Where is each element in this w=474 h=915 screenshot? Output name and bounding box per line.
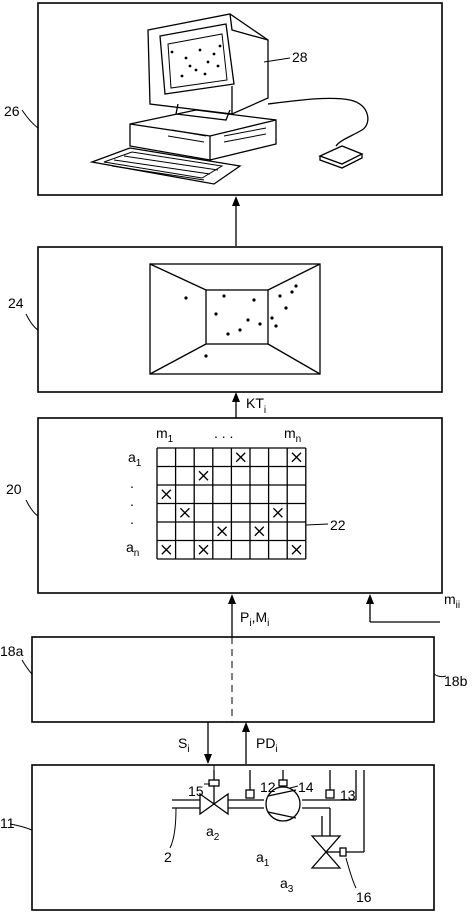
matrix-col-last: mn [284, 425, 301, 445]
matrix-cross-mark [198, 544, 209, 555]
matrix-cross-mark [254, 526, 265, 537]
valve-a2-label: a2 [206, 823, 220, 843]
matrix-row-dots: . [130, 475, 134, 491]
kt-signal-label: KTi [246, 395, 266, 416]
display-block-ref: 24 [8, 295, 24, 311]
computer-illustration [89, 13, 369, 185]
matrix-cross-mark [198, 470, 209, 481]
plant-block-ref: 11 [0, 815, 15, 831]
pipe-ref: 2 [164, 849, 172, 865]
pump-14-ref: 14 [298, 779, 314, 795]
matrix-cross-mark [291, 452, 302, 463]
matrix-grid-ref: 22 [330, 517, 346, 533]
mouse [318, 145, 364, 169]
sensor-12-ref: 12 [260, 779, 276, 795]
interface-ref-right: 18b [444, 673, 468, 689]
sensor-15-ref: 15 [188, 783, 204, 799]
mii-signal-label: mii [444, 591, 460, 611]
matrix-row-dots-3: . [130, 511, 134, 527]
matrix-cross-mark [217, 526, 228, 537]
pump-a1-label: a1 [256, 849, 270, 869]
matrix-row-dots-2: . [130, 493, 134, 509]
matrix-row-last: an [126, 539, 139, 559]
matrix-col-first: m1 [156, 425, 174, 445]
monitor [147, 13, 269, 115]
valve-a3 [310, 835, 342, 869]
sensor-13-ref: 13 [340, 787, 356, 803]
matrix-cross-mark [161, 489, 172, 500]
matrix-row-first: a1 [128, 449, 142, 469]
display-block [37, 246, 443, 393]
matrix-block [37, 417, 443, 594]
matrix-cross-mark [272, 507, 283, 518]
matrix-cross-mark [179, 507, 190, 518]
assignment-matrix [156, 447, 307, 560]
process-schematic [172, 770, 365, 869]
matrix-cross-mark [235, 452, 246, 463]
matrix-col-dots: . . . [214, 425, 233, 441]
computer-block [37, 2, 443, 196]
si-signal-label: Si [178, 735, 190, 755]
system-unit [129, 109, 277, 161]
plant-block [31, 764, 435, 911]
pdi-signal-label: PDi [256, 735, 278, 755]
pm-signal-label: Pi,Mi [240, 609, 269, 629]
interface-block [31, 636, 435, 723]
pump-a1 [265, 786, 301, 822]
matrix-block-ref: 20 [6, 481, 22, 497]
monitor-ref: 28 [292, 49, 308, 65]
keyboard [89, 147, 242, 185]
valve-a2 [199, 792, 229, 816]
computer-block-ref: 26 [4, 103, 20, 119]
valve-a3-label: a3 [280, 875, 294, 895]
perspective-view [149, 263, 321, 375]
valve-16-ref: 16 [356, 889, 372, 905]
matrix-cross-mark [161, 544, 172, 555]
matrix-cross-mark [291, 544, 302, 555]
interface-ref-left: 18a [0, 643, 24, 659]
